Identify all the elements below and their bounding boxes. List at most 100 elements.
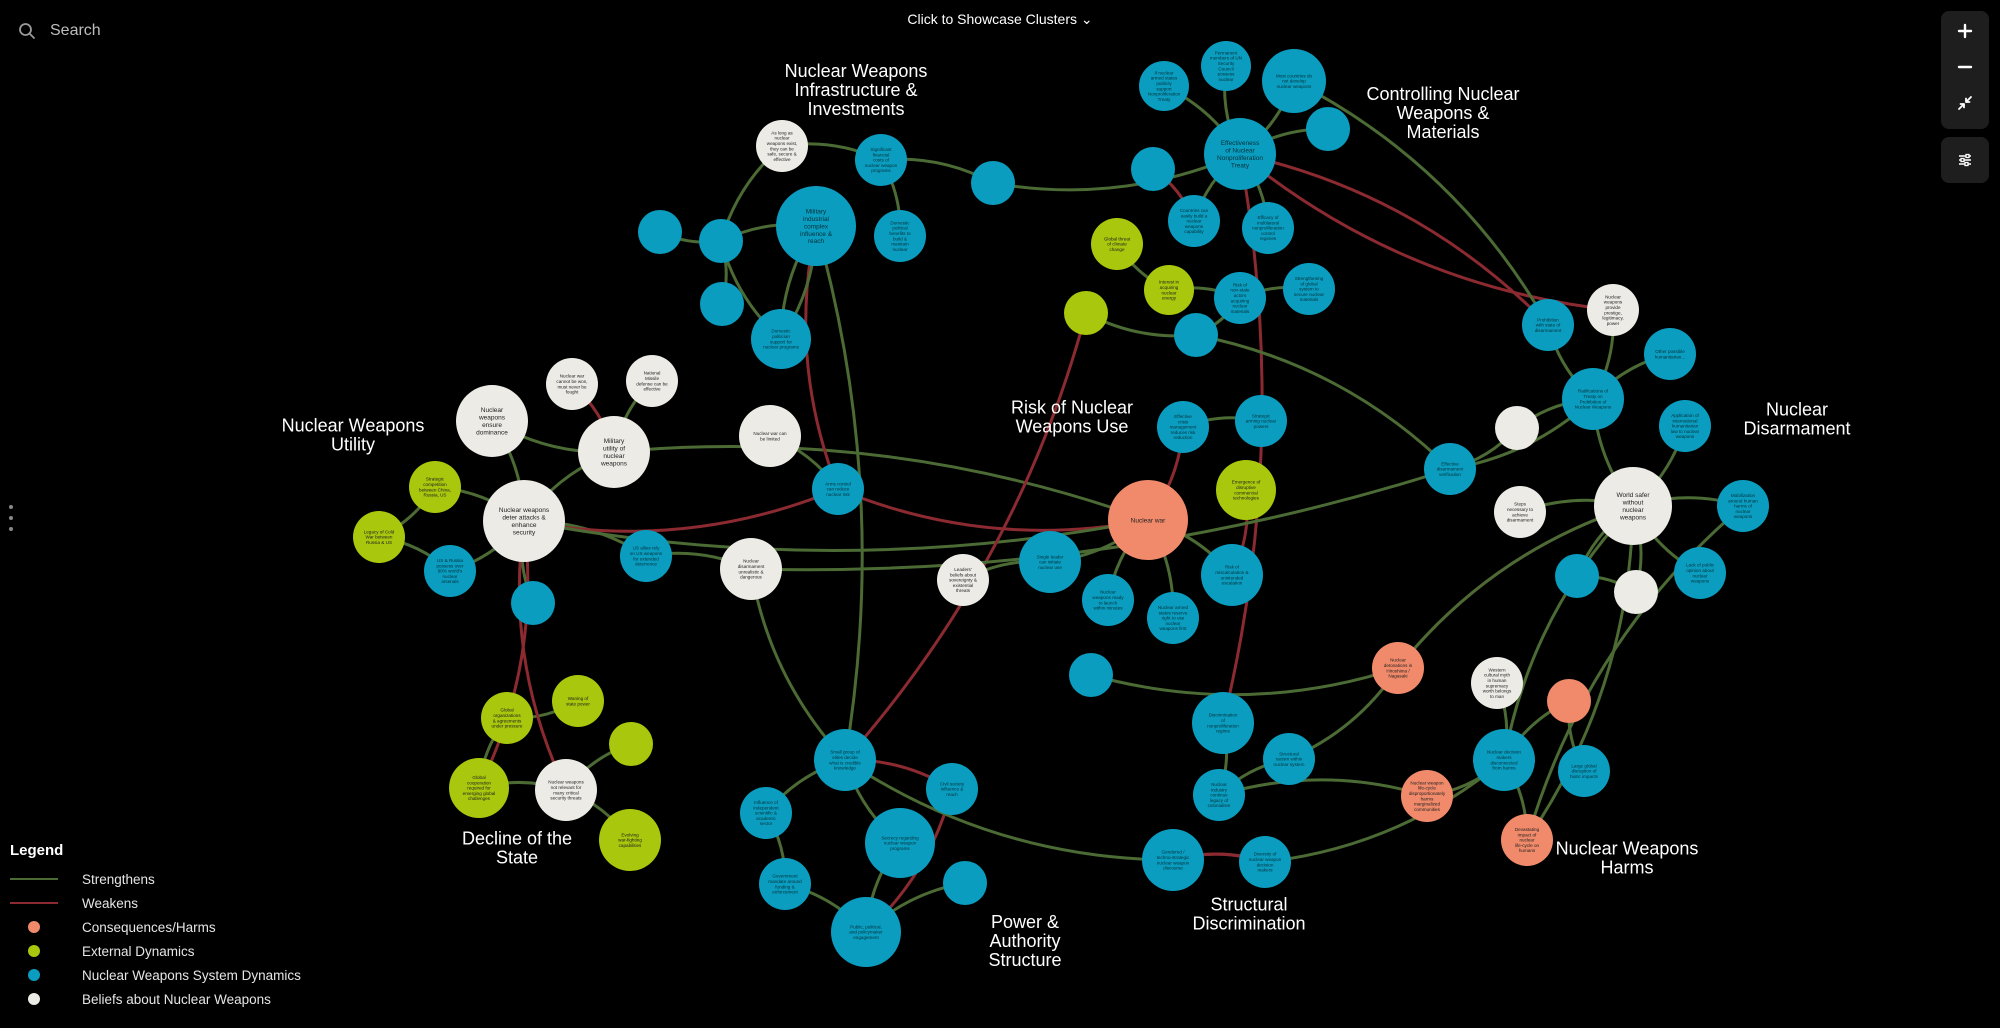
node-external[interactable] [609, 722, 653, 766]
showcase-clusters-button[interactable]: Click to Showcase Clusters ⌄ [880, 8, 1120, 30]
zoom-out-button[interactable] [1941, 49, 1989, 85]
node-beliefs[interactable] [1495, 406, 1539, 450]
node-system[interactable] [1555, 554, 1599, 598]
node-system[interactable] [699, 219, 743, 263]
node-system[interactable] [1131, 147, 1175, 191]
side-panel-handle[interactable] [6, 505, 16, 531]
node-external[interactable] [1064, 291, 1108, 335]
fit-to-screen-button[interactable] [1941, 85, 1989, 121]
node-beliefs[interactable] [1614, 570, 1658, 614]
node-system[interactable] [943, 861, 987, 905]
search-bar[interactable] [18, 16, 318, 46]
node-system[interactable] [700, 282, 744, 326]
node-system[interactable] [1069, 653, 1113, 697]
node-system[interactable] [971, 161, 1015, 205]
node-system[interactable] [1306, 107, 1350, 151]
node-consequences[interactable] [1547, 679, 1591, 723]
node-system[interactable] [1174, 313, 1218, 357]
zoom-in-button[interactable] [1941, 13, 1989, 49]
node-consequences[interactable]: Nuclear war [1108, 480, 1188, 560]
node-system[interactable] [511, 581, 555, 625]
search-input[interactable] [48, 21, 292, 41]
node-system[interactable] [638, 210, 682, 254]
